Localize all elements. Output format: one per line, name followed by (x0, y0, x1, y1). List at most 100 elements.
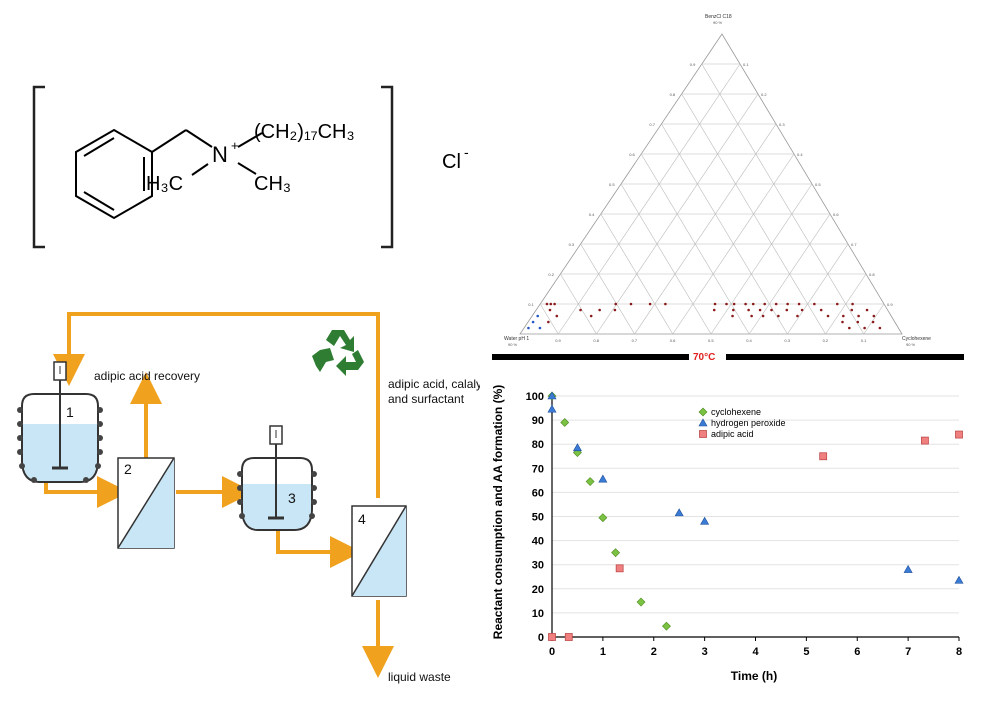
y-tick-label: 40 (532, 536, 544, 548)
hydrogen-peroxide-point (903, 564, 913, 573)
ternary-tick-right: 0.8 (869, 272, 875, 277)
ternary-tick-left: 0.5 (609, 182, 615, 187)
ternary-point (857, 314, 860, 318)
ternary-point (549, 302, 553, 306)
ternary-gridline (634, 123, 777, 335)
ternary-point (527, 326, 530, 330)
hydrogen-peroxide-legend-marker (698, 418, 708, 427)
adipic-acid-point (819, 452, 828, 461)
chart-grid (552, 395, 959, 638)
y-tick-label: 100 (526, 391, 544, 403)
ternary-point (553, 302, 556, 306)
ternary-tick-right: 0.2 (761, 92, 767, 97)
molecular-structure: (CH₂)₁₇CH₃ N + H₃C CH₃ Cl - (32, 85, 469, 249)
bonds (151, 129, 263, 176)
ternary-tick-left: 0.2 (548, 272, 554, 277)
cyclohexene-point (636, 597, 646, 607)
hydrogen-peroxide-point (547, 404, 557, 413)
recycle-stream-label-line1: adipic acid, calalyst (388, 377, 480, 391)
ternary-point (536, 314, 540, 318)
x-tick-label: 2 (651, 646, 657, 658)
ternary-point (751, 302, 755, 306)
ternary-point (851, 302, 854, 306)
ternary-tick-bottom: 0.9 (555, 338, 561, 343)
ternary-points (527, 302, 882, 330)
ternary-gridline (787, 243, 849, 335)
ternary-point (835, 302, 839, 306)
y-tick-label: 60 (532, 487, 544, 499)
methyl-right: CH₃ (254, 173, 291, 195)
ternary-point (770, 308, 773, 312)
cyclohexene-legend-label: cyclohexene (711, 407, 761, 417)
ternary-gridline (681, 93, 826, 335)
ternary-point (863, 326, 866, 330)
adipic-recovery-label: adipic acid recovery (94, 369, 200, 383)
ternary-point (547, 320, 550, 324)
liquid-waste-label: liquid waste (388, 670, 451, 684)
pipes (44, 312, 394, 678)
y-tick-label: 80 (532, 439, 544, 451)
temperature-label: 70°C (693, 352, 715, 363)
hydrogen-peroxide-point (700, 516, 710, 525)
ternary-gridline (863, 303, 885, 335)
ternary-point (732, 302, 736, 306)
hydrogen-peroxide-point (598, 474, 608, 483)
ternary-point (763, 302, 766, 306)
chloride-ion: Cl (442, 151, 461, 173)
nitrogen-charge: + (231, 138, 239, 153)
ternary-point (613, 308, 617, 312)
reactor-3: 3 (237, 425, 317, 531)
temperature-bar-left (492, 354, 689, 360)
ternary-gridline (580, 243, 635, 335)
ternary-point (531, 320, 535, 324)
ternary-point (744, 302, 747, 306)
ternary-point (614, 302, 618, 306)
alkyl-chain-label: (CH₂)₁₇CH₃ (254, 121, 355, 143)
adipic-acid-point (955, 430, 963, 439)
ternary-tick-left: 0.6 (629, 152, 635, 157)
ternary-point (871, 320, 875, 324)
methyl-left: H₃C (146, 173, 183, 195)
ternary-tick-right: 0.7 (851, 242, 857, 247)
adipic-acid-point (548, 633, 556, 641)
top-vertex-label: BenzCl C18 (705, 14, 732, 20)
y-tick-label: 20 (532, 584, 544, 596)
chart-points (547, 391, 964, 641)
left-bracket (32, 85, 45, 249)
separator-2: 2 (117, 457, 175, 549)
ternary-point (797, 302, 801, 306)
ternary-tick-right: 0.5 (815, 182, 821, 187)
ternary-point (548, 308, 552, 312)
ternary-point (712, 308, 716, 312)
left-vertex-label: Water pH 1 (504, 336, 529, 342)
adipic-acid-point (564, 633, 573, 641)
unit-1-label: 1 (66, 404, 74, 420)
hydrogen-peroxide-point (572, 443, 582, 452)
adipic-acid-legend-marker (699, 430, 707, 438)
ternary-point (786, 302, 789, 306)
y-axis-title: Reactant consumption and AA formation (%… (491, 385, 505, 639)
adipic-acid-point (921, 436, 929, 445)
ternary-gridline (661, 123, 788, 335)
ternary-point (725, 302, 728, 306)
ternary-point (555, 314, 559, 318)
chloride-charge: - (464, 144, 469, 160)
ternary-tick-bottom: 0.1 (861, 338, 867, 343)
ternary-tick-bottom: 0.7 (632, 338, 638, 343)
ternary-point (856, 320, 860, 324)
ternary-point (747, 308, 750, 312)
ternary-point (777, 314, 780, 318)
ternary-tick-left: 0.3 (569, 242, 575, 247)
ternary-tick-left: 0.7 (649, 122, 655, 127)
x-axis-title: Time (h) (731, 669, 777, 683)
y-tick-label: 30 (532, 560, 544, 572)
hydrogen-peroxide-point (954, 575, 964, 584)
ternary-point (796, 314, 799, 318)
cyclohexene-point (598, 513, 608, 523)
ternary-tick-right: 0.1 (743, 62, 749, 67)
nitrogen-atom: N (212, 142, 228, 167)
unit-4-label: 4 (358, 511, 366, 527)
